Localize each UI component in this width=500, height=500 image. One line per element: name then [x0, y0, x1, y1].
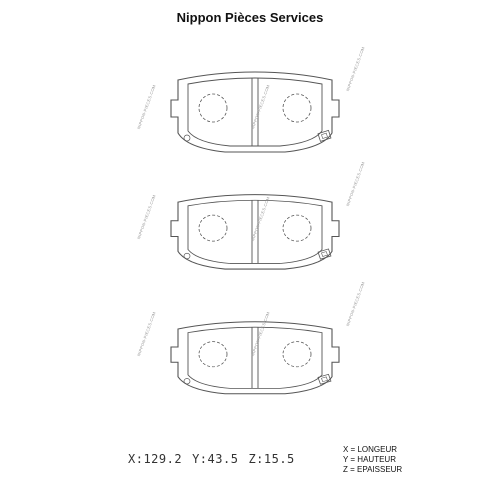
dimension-z: Z:15.5 [248, 452, 295, 466]
dimension-x: X:129.2 [128, 452, 183, 466]
legend-x: X = LONGEUR [343, 445, 398, 454]
dimension-legend: X = LONGEUR Y = HAUTEUR Z = EPAISSEUR [343, 445, 402, 475]
page-title: Nippon Pièces Services [176, 10, 324, 25]
legend-y: Y = HAUTEUR [343, 455, 396, 464]
dimensions-readout: X:129.2 Y:43.5 Z:15.5 [128, 452, 305, 466]
dimension-y: Y:43.5 [192, 452, 239, 466]
brake-pad-bottom [170, 321, 340, 395]
legend-z: Z = EPAISSEUR [343, 465, 403, 474]
